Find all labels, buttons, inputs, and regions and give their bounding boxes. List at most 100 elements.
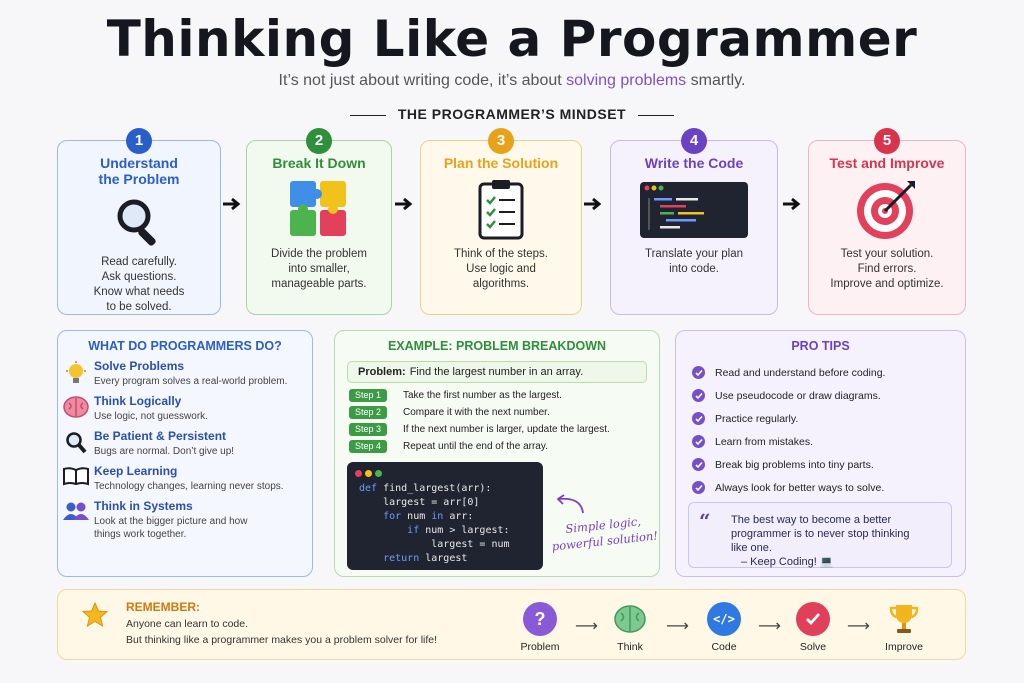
item-description: Every program solves a real-world proble…: [94, 376, 288, 387]
item-title: Be Patient & Persistent: [94, 429, 227, 443]
step-description: Read carefully. Ask questions. Know what…: [93, 256, 185, 313]
tip-item: Learn from mistakes.: [692, 434, 965, 449]
flow-label: Problem: [520, 641, 560, 653]
flow-item-think: Think: [600, 602, 660, 653]
subtitle-part1: It’s not just about writing code, it’s a…: [278, 72, 567, 89]
target-icon: [809, 177, 965, 241]
step-title: Test and Improve: [829, 155, 945, 171]
quote-mark-icon: “: [699, 509, 711, 533]
step-tag: Step 2: [349, 406, 387, 419]
step-tag: Step 3: [349, 423, 387, 436]
arrow-right-icon: ⟶: [666, 618, 689, 635]
step-text: If the next number is larger, update the…: [403, 424, 610, 435]
problem-label: Problem:: [358, 366, 406, 378]
step-card-break-down: 2 Break It Down Divide the problem into …: [246, 128, 392, 315]
curved-arrow-icon: [556, 494, 584, 514]
problem-statement: Problem:Find the largest number in an ar…: [347, 361, 647, 383]
tip-item: Practice regularly.: [692, 411, 965, 426]
panel-heading: PRO TIPS: [791, 339, 850, 353]
tip-item: Use pseudocode or draw diagrams.: [692, 388, 965, 403]
step-title: Understand the Problem: [98, 155, 180, 187]
step-title: Plan the Solution: [443, 155, 559, 171]
step-description: Think of the steps. Use logic and algori…: [454, 248, 548, 290]
flow-item-solve: Solve: [783, 602, 843, 653]
step-card-test-improve: 5 Test and Improve Test your solution. F…: [808, 128, 966, 315]
step-text: Compare it with the next number.: [403, 407, 550, 418]
magnifier-icon: [58, 429, 94, 455]
step-text: Repeat until the end of the array.: [403, 441, 548, 452]
breakdown-step: Step 4 Repeat until the end of the array.: [349, 440, 659, 453]
page-subtitle: It’s not just about writing code, it’s a…: [0, 72, 1024, 90]
tip-item: Break big problems into tiny parts.: [692, 457, 965, 472]
code-window-icon: [611, 181, 777, 239]
problem-text: Find the largest number in an array.: [409, 366, 584, 378]
step-card-write-code: 4 Write the Code Translate your plan int…: [610, 128, 778, 315]
quote-box: “ The best way to become a better progra…: [688, 502, 952, 568]
arrow-right-icon: [584, 197, 602, 211]
flow-item-problem: ? Problem: [510, 602, 570, 653]
check-icon: [692, 435, 705, 448]
panel-heading: WHAT DO PROGRAMMERS DO?: [88, 339, 282, 353]
breakdown-step: Step 2 Compare it with the next number.: [349, 406, 659, 419]
code-line: return largest: [383, 553, 468, 564]
arrow-right-icon: ⟶: [575, 618, 598, 635]
check-icon: [692, 412, 705, 425]
item-title: Solve Problems: [94, 359, 185, 373]
check-icon: [692, 458, 705, 471]
step-number: 5: [874, 128, 900, 154]
item-title: Think in Systems: [94, 499, 193, 513]
step-description: Test your solution. Find errors. Improve…: [830, 248, 944, 290]
code-line: for num in arr:: [383, 511, 474, 522]
step-number: 1: [126, 128, 152, 154]
brain-icon: [58, 394, 94, 418]
tip-item: Read and understand before coding.: [692, 365, 965, 380]
arrow-right-icon: [783, 197, 801, 211]
arrow-right-icon: ⟶: [847, 618, 870, 635]
tip-item: Always look for better ways to solve.: [692, 480, 965, 495]
check-icon: [796, 602, 830, 636]
tip-text: Learn from mistakes.: [715, 435, 814, 448]
code-line: largest = num: [431, 539, 510, 550]
trophy-icon: [887, 602, 921, 636]
check-icon: [692, 366, 705, 379]
mindset-heading: THE PROGRAMMER’S MINDSET: [0, 106, 1024, 122]
code-block: def find_largest(arr): largest = arr[0] …: [347, 462, 543, 570]
step-card-understand: 1 Understand the Problem Read carefully.…: [57, 128, 221, 315]
clipboard-icon: [421, 177, 581, 241]
lightbulb-icon: [58, 359, 94, 385]
people-icon: [58, 499, 94, 521]
book-icon: [58, 464, 94, 486]
tip-text: Use pseudocode or draw diagrams.: [715, 389, 881, 402]
remember-heading: REMEMBER:: [126, 600, 200, 614]
mindset-heading-text: THE PROGRAMMER’S MINDSET: [397, 106, 627, 122]
quote-line: programmer is to never stop thinking: [731, 528, 910, 540]
step-tag: Step 4: [349, 440, 387, 453]
flow-item-improve: Improve: [874, 602, 934, 653]
step-title: Write the Code: [644, 155, 744, 171]
step-number: 4: [681, 128, 707, 154]
code-icon: </>: [707, 602, 741, 636]
subtitle-highlight: solving problems: [566, 72, 687, 89]
quote-line: The best way to become a better: [731, 514, 892, 526]
code-line: if num > largest:: [407, 525, 510, 536]
flow-label: Think: [617, 641, 643, 653]
tip-text: Practice regularly.: [715, 412, 799, 425]
code-line: def find_largest(arr):: [359, 483, 492, 494]
flow-item-code: </> Code: [694, 602, 754, 653]
step-description: Translate your plan into code.: [644, 248, 743, 275]
breakdown-step: Step 3 If the next number is larger, upda…: [349, 423, 659, 436]
page-title: Thinking Like a Programmer: [106, 10, 918, 68]
item-description: Technology changes, learning never stops…: [94, 481, 284, 492]
arrow-right-icon: [395, 197, 413, 211]
panel-heading: EXAMPLE: PROBLEM BREAKDOWN: [387, 339, 607, 353]
quote-line: like one.: [731, 542, 772, 554]
check-icon: [692, 389, 705, 402]
window-dots: [355, 468, 385, 482]
step-tag: Step 1: [349, 389, 387, 402]
item-description: Bugs are normal. Don’t give up!: [94, 446, 235, 457]
